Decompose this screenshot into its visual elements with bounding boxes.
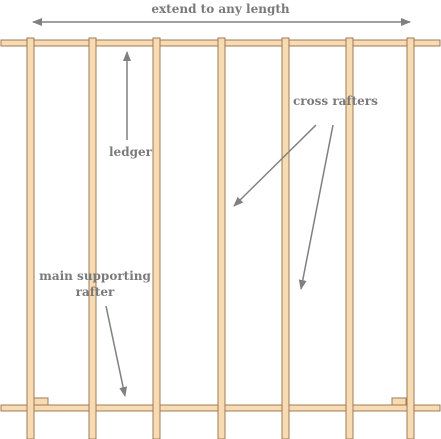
extend-label: extend to any length xyxy=(151,2,290,16)
cross-rafters-arrow-left xyxy=(233,124,317,207)
ledger-label: ledger xyxy=(109,145,152,159)
rafter-3 xyxy=(152,37,161,439)
main-supporting-rafter-label: main supporting rafter xyxy=(39,269,151,299)
right-support-block xyxy=(391,397,407,406)
rafter-6 xyxy=(345,37,354,439)
rafter-7 xyxy=(406,37,415,439)
rafter-4 xyxy=(217,37,226,439)
rafter-5 xyxy=(281,37,290,439)
rafter-2 xyxy=(88,37,97,439)
main-rafter-arrow xyxy=(105,305,128,397)
cross-rafters-arrow-down xyxy=(298,124,334,290)
cross-rafters-label: cross rafters xyxy=(293,94,378,108)
rafter-1 xyxy=(26,37,35,439)
left-support-block xyxy=(33,397,49,406)
